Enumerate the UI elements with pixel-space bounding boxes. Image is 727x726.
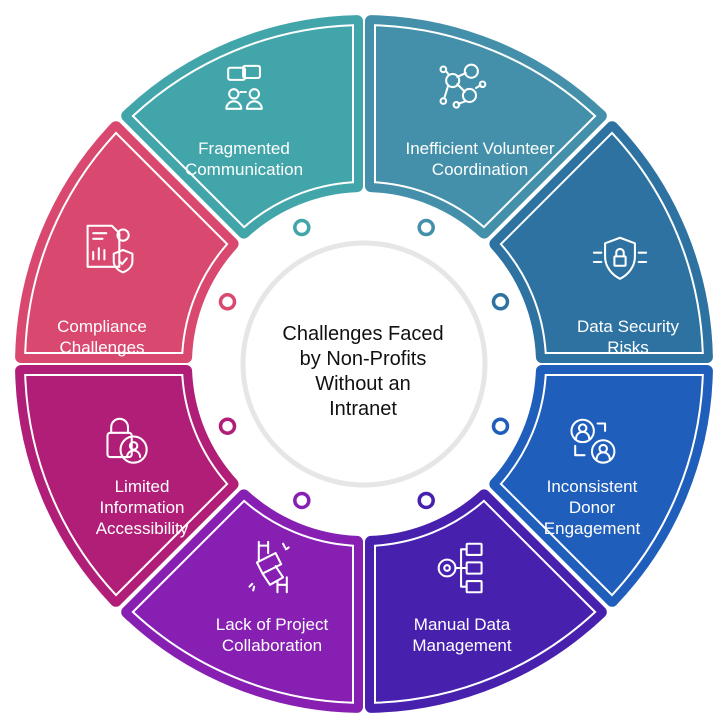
segment-label-line: Engagement [543,519,641,538]
ring-marker [293,218,311,237]
lock-user-icon [106,417,148,464]
network-people-icon [439,63,487,109]
center-title: Challenges Faced by Non-Profits Without … [263,322,463,422]
ring-marker [417,491,435,510]
segment-lack-of-project-collaboration [121,489,363,713]
puzzle-hands-icon [248,540,290,594]
segment-inner-outline [24,131,229,354]
segment-shape [121,15,363,239]
segment-label-line: Information [99,498,185,517]
segment-inefficient-volunteer-coordination [365,15,607,239]
ring-marker [417,218,435,237]
ring-marker [218,417,237,435]
segment-inconsistent-donor-engagement [489,365,713,607]
segment-data-security-risks [489,121,713,363]
segment-label-line: Inconsistent [546,477,638,496]
shield-lock-icon [592,236,648,280]
segment-inner-outline [499,131,704,354]
segment-inner-outline [24,374,229,597]
ring-marker [293,491,311,510]
center-title-line: Without an [315,373,411,395]
segment-inner-outline [131,499,354,704]
segment-label-line: Donor [568,498,616,517]
center-title-line: Intranet [329,398,397,420]
segment-shape [121,489,363,713]
segment-label-line: Collaboration [221,636,323,655]
segment-fragmented-communication [121,15,363,239]
chat-people-icon [225,64,263,110]
user-exchange-icon [570,418,616,464]
segment-label-line: Inefficient Volunteer [405,139,555,158]
ring-marker [491,417,510,435]
segment-shape [15,365,239,607]
segment-label-line: Management [412,636,512,655]
segment-inner-outline [374,499,597,704]
segment-shape [15,121,239,363]
document-shield-icon [86,224,134,274]
segment-label-line: Risks [607,338,649,357]
segment-shape [489,365,713,607]
segment-inner-outline [499,374,704,597]
segment-label-line: Limited [114,477,170,496]
segment-label-line: Lack of Project [215,615,329,634]
segment-label-line: Accessibility [95,519,189,538]
segment-manual-data-management [365,489,607,713]
segment-shape [489,121,713,363]
gear-folders-icon [437,542,483,594]
segment-label-line: Data Security [576,317,680,336]
segment-label-line: Manual Data [413,615,511,634]
segment-compliance-challenges [15,121,239,363]
segment-label-line: Compliance [57,317,147,336]
segment-label-line: Coordination [431,160,529,179]
segment-limited-information-accessibility [15,365,239,607]
center-title-line: by Non-Profits [299,348,427,370]
segment-inner-outline [131,24,354,229]
segment-label-line: Fragmented [198,139,290,158]
segment-inner-outline [374,24,597,229]
segment-shape [365,15,607,239]
segment-label-line: Communication [184,160,304,179]
center-title-line: Challenges Faced [282,323,444,345]
segment-label-line: Challenges [59,338,145,357]
ring-marker [218,293,237,311]
ring-marker [491,293,510,311]
segment-shape [365,489,607,713]
center-ring [240,240,488,488]
